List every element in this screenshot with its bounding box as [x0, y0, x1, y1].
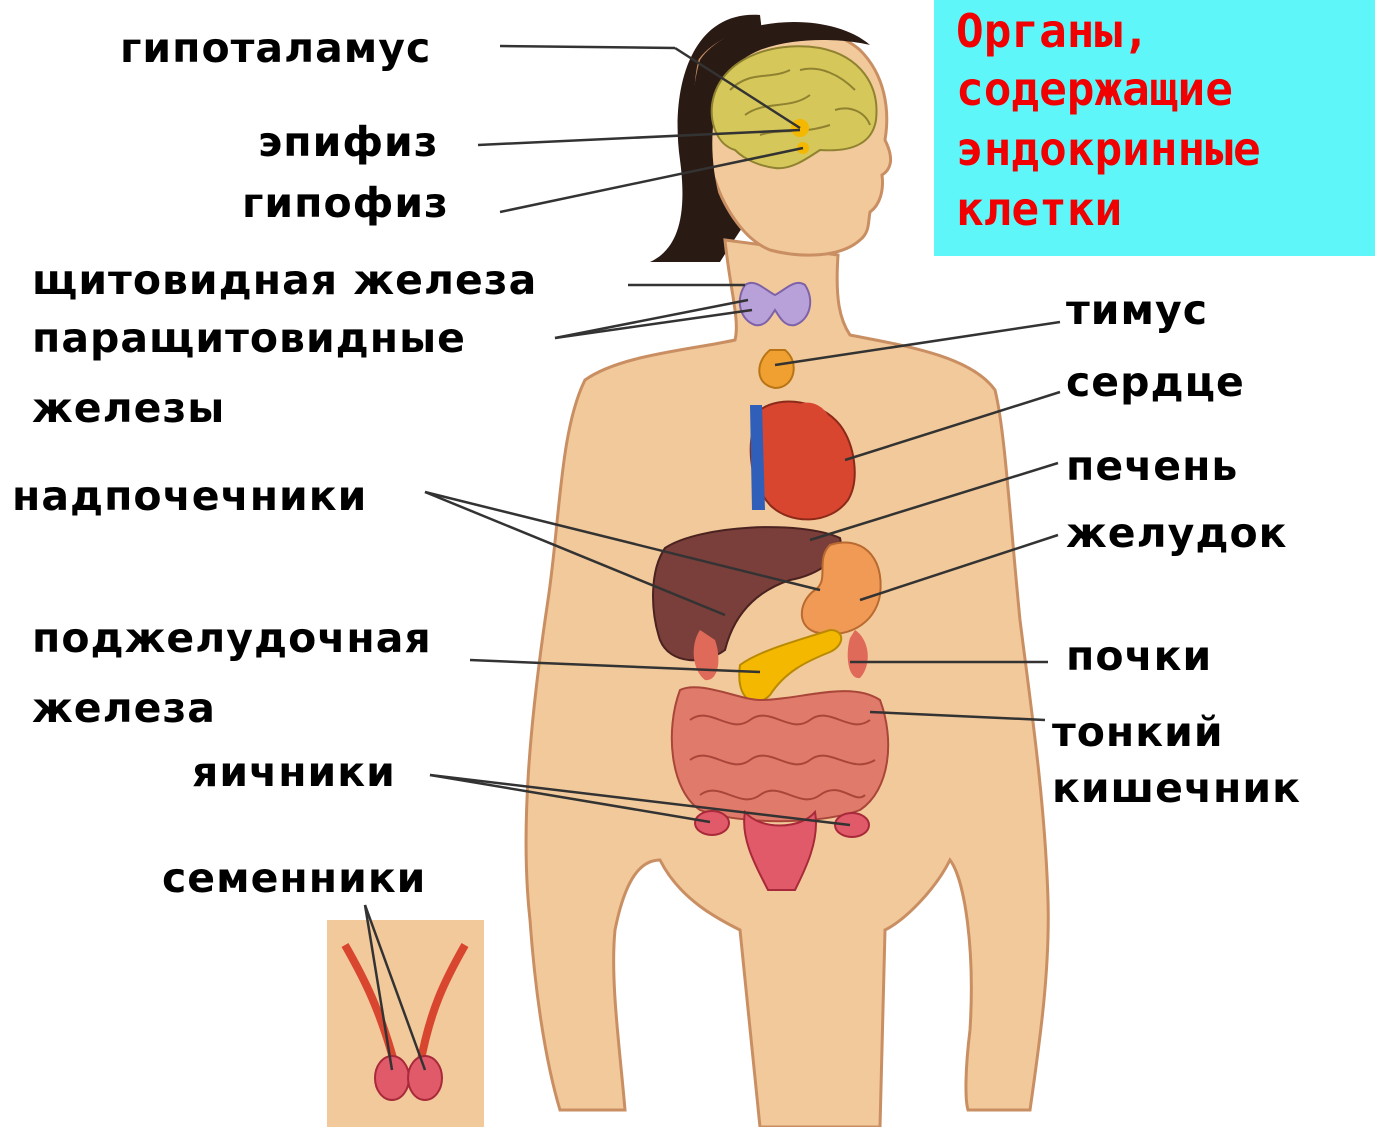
- label-thymus: тимус: [1066, 290, 1208, 331]
- title-line-4: клетки: [956, 186, 1122, 232]
- label-parathyroid-line2: железы: [32, 388, 225, 429]
- label-testes: семенники: [162, 858, 426, 899]
- label-pituitary: гипофиз: [242, 183, 449, 224]
- label-kidneys: почки: [1066, 636, 1212, 677]
- label-liver: печень: [1066, 446, 1238, 487]
- label-small-intestine-line2: кишечник: [1052, 768, 1301, 809]
- label-thyroid: щитовидная железа: [32, 260, 537, 301]
- title-line-1: Органы,: [956, 8, 1150, 54]
- label-hypothalamus: гипоталамус: [120, 28, 431, 69]
- line-parathyroid-a: [555, 300, 748, 338]
- testis-right: [408, 1056, 442, 1100]
- label-ovaries: яичники: [192, 752, 396, 793]
- small-intestine-organ: [672, 687, 888, 821]
- label-parathyroid-line1: паращитовидные: [32, 318, 466, 359]
- line-parathyroid-b: [555, 310, 752, 338]
- ovary-left: [695, 811, 729, 835]
- label-pineal: эпифиз: [258, 122, 439, 163]
- title-line-3: эндокринные: [956, 126, 1261, 172]
- label-pancreas-line2: железа: [32, 688, 216, 729]
- title-line-2: содержащие: [956, 66, 1233, 112]
- thymus-gland: [759, 350, 793, 388]
- label-pancreas-line1: поджелудочная: [32, 618, 432, 659]
- label-adrenals: надпочечники: [12, 476, 367, 517]
- label-stomach: желудок: [1066, 513, 1287, 554]
- title-box: Органы, содержащие эндокринные клетки: [934, 0, 1375, 256]
- line-hypothalamus: [500, 46, 675, 48]
- label-small-intestine-line1: тонкий: [1052, 712, 1224, 753]
- label-heart: сердце: [1066, 362, 1245, 403]
